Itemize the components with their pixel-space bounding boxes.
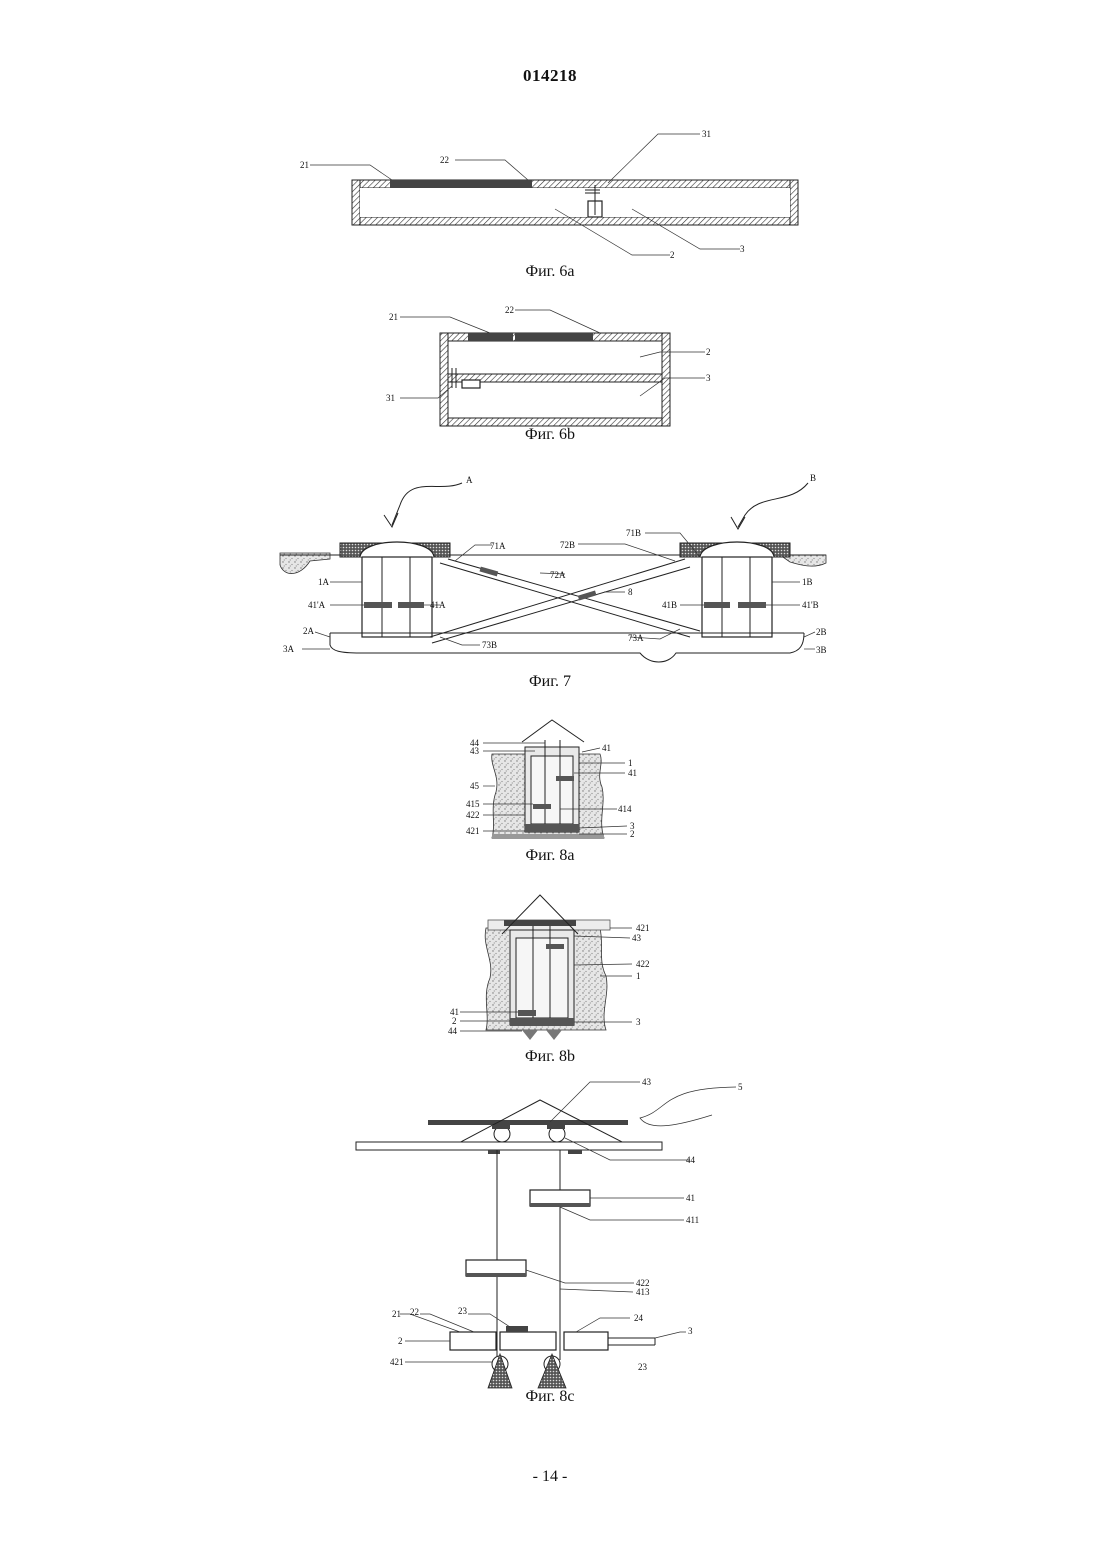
fig8b-label-422: 422: [636, 959, 650, 969]
fig7-label-71B: 71B: [626, 528, 641, 538]
fig7-ground-left: [280, 553, 330, 574]
fig8b-label-43: 43: [632, 933, 642, 943]
fig8c-ground-slab: [356, 1142, 662, 1150]
fig7-label-41B: 41B: [662, 600, 677, 610]
figure-7-caption: Фиг. 7: [0, 673, 1100, 691]
fig8a-label-415: 415: [466, 799, 480, 809]
fig7-label-8: 8: [628, 587, 633, 597]
fig6a-label-21: 21: [300, 160, 309, 170]
fig8a-label-421: 421: [466, 826, 480, 836]
fig8c-label-23-bottom: 23: [638, 1362, 648, 1372]
fig8c-label-413: 413: [636, 1287, 650, 1297]
fig7-label-2A: 2A: [303, 626, 315, 636]
fig8c-label-44: 44: [686, 1155, 696, 1165]
fig8b-label-1: 1: [636, 971, 641, 981]
fig8c-rollers-top: [492, 1125, 565, 1142]
fig8c-label-421: 421: [390, 1357, 404, 1367]
fig8a-label-2: 2: [630, 829, 635, 839]
fig7-arrow-b: [731, 483, 808, 529]
fig6b-label-3: 3: [706, 373, 711, 383]
fig7-label-3B: 3B: [816, 645, 827, 655]
fig8c-label-21: 21: [392, 1309, 401, 1319]
fig8b-label-3: 3: [636, 1017, 641, 1027]
fig7-label-73A: 73A: [628, 633, 644, 643]
fig8a-roof: [522, 720, 584, 742]
fig7-label-41pA: 41'A: [308, 600, 326, 610]
fig7-label-A: A: [466, 475, 473, 485]
fig8c-label-22: 22: [410, 1307, 419, 1317]
figure-8a-caption: Фиг. 8a: [0, 847, 1100, 865]
figure-8c-caption: Фиг. 8c: [0, 1388, 1100, 1406]
fig7-label-3A: 3A: [283, 644, 295, 654]
fig6b-label-31: 31: [386, 393, 395, 403]
fig7-arrow-a: [384, 483, 462, 527]
fig8c-label-5: 5: [738, 1082, 743, 1092]
figure-6b-drawing: 21 22 2 31 3: [0, 300, 1100, 430]
fig7-label-1B: 1B: [802, 577, 813, 587]
fig7-label-2B: 2B: [816, 627, 827, 637]
fig6b-panel-21: [468, 333, 513, 341]
fig8a-label-1: 1: [628, 758, 633, 768]
fig7-label-73B: 73B: [482, 640, 497, 650]
fig8b-column: [510, 926, 574, 1026]
fig7-unit-a: [340, 542, 450, 637]
fig8c-label-23: 23: [458, 1306, 468, 1316]
fig6a-valve-31: [585, 185, 602, 217]
fig8a-label-43: 43: [470, 746, 480, 756]
fig6a-label-2: 2: [670, 250, 675, 260]
fig8c-float-41-base: [530, 1203, 590, 1207]
fig8a-label-422: 422: [466, 810, 480, 820]
fig8c-float-422-base: [466, 1273, 526, 1277]
fig7-label-72B: 72B: [560, 540, 575, 550]
fig8b-label-2: 2: [452, 1016, 457, 1026]
figure-8a-drawing: 44 43 41 1 41 45 415 414 422 3 421 2: [0, 712, 1100, 847]
fig6a-label-31: 31: [702, 129, 711, 139]
fig8c-label-43: 43: [642, 1077, 652, 1087]
fig8a-label-45: 45: [470, 781, 480, 791]
fig7-unit-b: [680, 542, 790, 637]
fig6b-label-22: 22: [505, 305, 514, 315]
fig7-label-B: B: [810, 473, 816, 483]
fig7-label-1A: 1A: [318, 577, 330, 587]
fig8c-slab-joint-right: [568, 1150, 582, 1154]
fig8c-slab-joint-left: [488, 1150, 500, 1154]
fig6a-panel-21: [390, 180, 440, 188]
figure-6b-caption: Фиг. 6b: [0, 426, 1100, 444]
fig8b-label-421: 421: [636, 923, 650, 933]
fig8a-label-41-top: 41: [602, 743, 611, 753]
figure-7-drawing: A B 71A 72B 71B 72A 1A 1B 41'A 41A 8 41B…: [0, 465, 1100, 675]
fig6b-panel-22: [515, 333, 593, 341]
fig6b-label-2: 2: [706, 347, 711, 357]
fig6a-label-22: 22: [440, 155, 449, 165]
fig7-label-71A: 71A: [490, 541, 506, 551]
page-number: - 14 -: [0, 1468, 1100, 1486]
fig8c-label-2: 2: [398, 1336, 403, 1346]
fig8c-label-24: 24: [634, 1313, 644, 1323]
fig8c-label-3: 3: [688, 1326, 693, 1336]
fig7-label-41A: 41A: [430, 600, 446, 610]
figure-6a-caption: Фиг. 6a: [0, 263, 1100, 281]
fig8b-label-44: 44: [448, 1026, 458, 1036]
document-number: 014218: [0, 66, 1100, 86]
fig8c-label-41: 41: [686, 1193, 695, 1203]
fig6a-panel-22: [440, 180, 532, 188]
fig6b-label-21: 21: [389, 312, 398, 322]
fig6a-label-3: 3: [740, 244, 745, 254]
fig8b-supports: [522, 1030, 562, 1040]
figure-8c-drawing: 43 5 44 41 411 422 413 21 22 23 24 2 3 4…: [0, 1070, 1100, 1390]
fig7-label-72A: 72A: [550, 570, 566, 580]
fig8a-label-414: 414: [618, 804, 632, 814]
fig8a-label-41: 41: [628, 768, 637, 778]
fig8c-bottom-supports: [488, 1354, 566, 1388]
figure-6a-drawing: 21 22 31 2 3: [0, 125, 1100, 270]
fig8c-top-plate: [428, 1120, 628, 1125]
fig8c-label-411: 411: [686, 1215, 699, 1225]
figure-8b-caption: Фиг. 8b: [0, 1048, 1100, 1066]
fig8c-bottom-panels: [450, 1326, 655, 1350]
figure-8b-drawing: 421 43 422 1 41 2 3 44: [0, 890, 1100, 1045]
fig7-label-41pB: 41'B: [802, 600, 819, 610]
